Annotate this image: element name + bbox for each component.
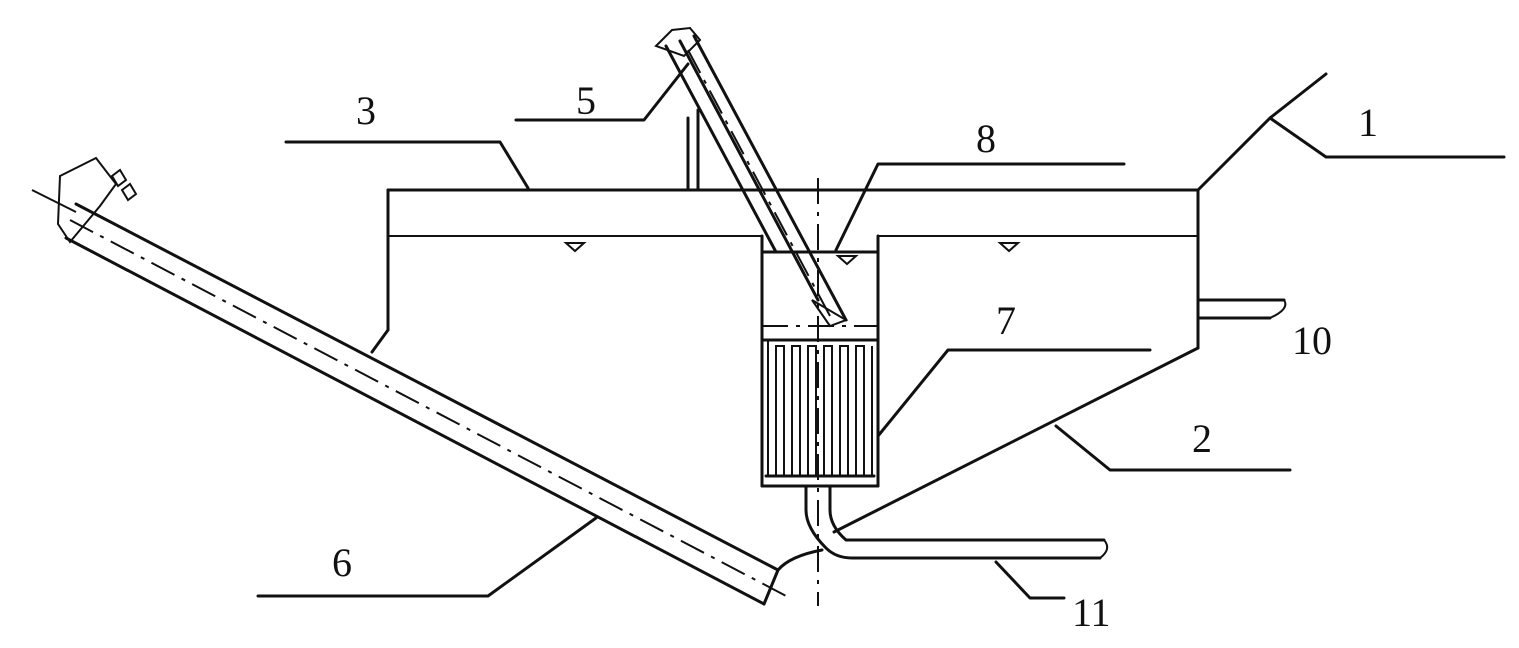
outlet-pipe <box>1196 298 1287 320</box>
leader-lines <box>256 62 1506 600</box>
label-10: 10 <box>1292 318 1332 363</box>
label-6: 6 <box>332 540 352 585</box>
label-11: 11 <box>1072 590 1111 635</box>
label-2: 2 <box>1192 416 1212 461</box>
label-5: 5 <box>576 78 596 123</box>
filter-element <box>764 340 876 478</box>
water-level-markers <box>563 242 1021 266</box>
tank-body <box>370 188 1200 534</box>
screw-conveyor-lower <box>31 156 824 606</box>
label-7: 7 <box>996 298 1016 343</box>
label-3: 3 <box>356 88 376 133</box>
label-8: 8 <box>976 116 996 161</box>
screw-conveyor-upper <box>654 26 849 328</box>
bottom-outlet <box>804 484 1109 560</box>
central-chamber <box>760 234 880 488</box>
label-1: 1 <box>1358 100 1378 145</box>
